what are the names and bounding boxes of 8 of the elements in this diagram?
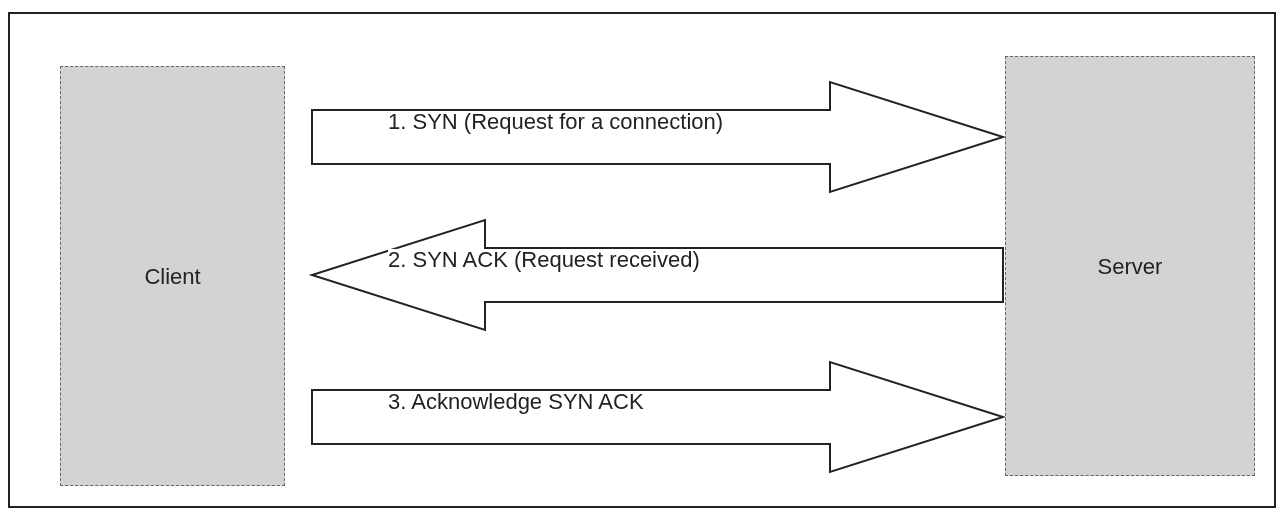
node-label: Server <box>1097 252 1163 281</box>
node-label: Client <box>144 262 201 291</box>
block-arrow <box>311 360 1007 474</box>
edge-label: 1. SYN (Request for a connection) <box>388 111 724 133</box>
process-box <box>60 66 285 486</box>
process-box <box>1005 56 1255 476</box>
edge-label: 2. SYN ACK (Request received) <box>388 249 700 271</box>
edge-label: 3. Acknowledge SYN ACK <box>388 391 644 413</box>
